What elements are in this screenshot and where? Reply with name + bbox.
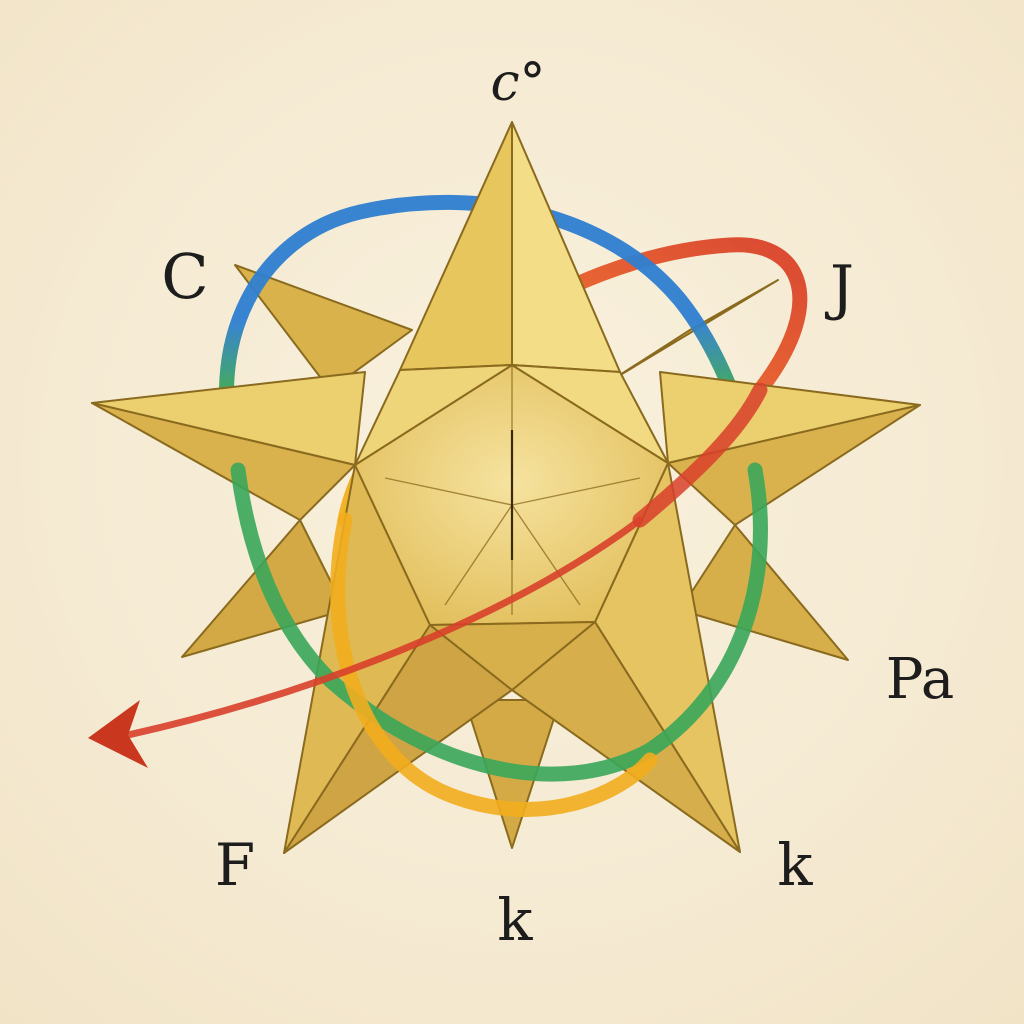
rotation-arrow (124, 516, 644, 739)
label-lower-right: k (777, 831, 813, 899)
spike-left-shadow (91, 402, 356, 521)
facet-top-right (511, 364, 669, 464)
red-orange-ring-upper (632, 382, 768, 528)
label-bottom: k (497, 886, 533, 954)
spike-upper-left-back (234, 264, 413, 391)
blue-green-ring-front (230, 462, 768, 782)
red-orange-ring-front (330, 512, 658, 817)
rotation-arrowhead (88, 700, 148, 768)
facet-top-left (354, 364, 513, 466)
spike-right-shadow (667, 404, 921, 526)
spike-top (399, 121, 513, 371)
label-upper-right: J (824, 253, 854, 323)
label-upper-left: C (161, 240, 208, 313)
facet-bottom (429, 621, 596, 691)
label-right: Pa (886, 647, 955, 712)
spike-right-lower-back (679, 524, 849, 661)
star-body (91, 121, 921, 854)
label-lower-left: F (215, 831, 255, 899)
label-top: c° (490, 53, 545, 113)
